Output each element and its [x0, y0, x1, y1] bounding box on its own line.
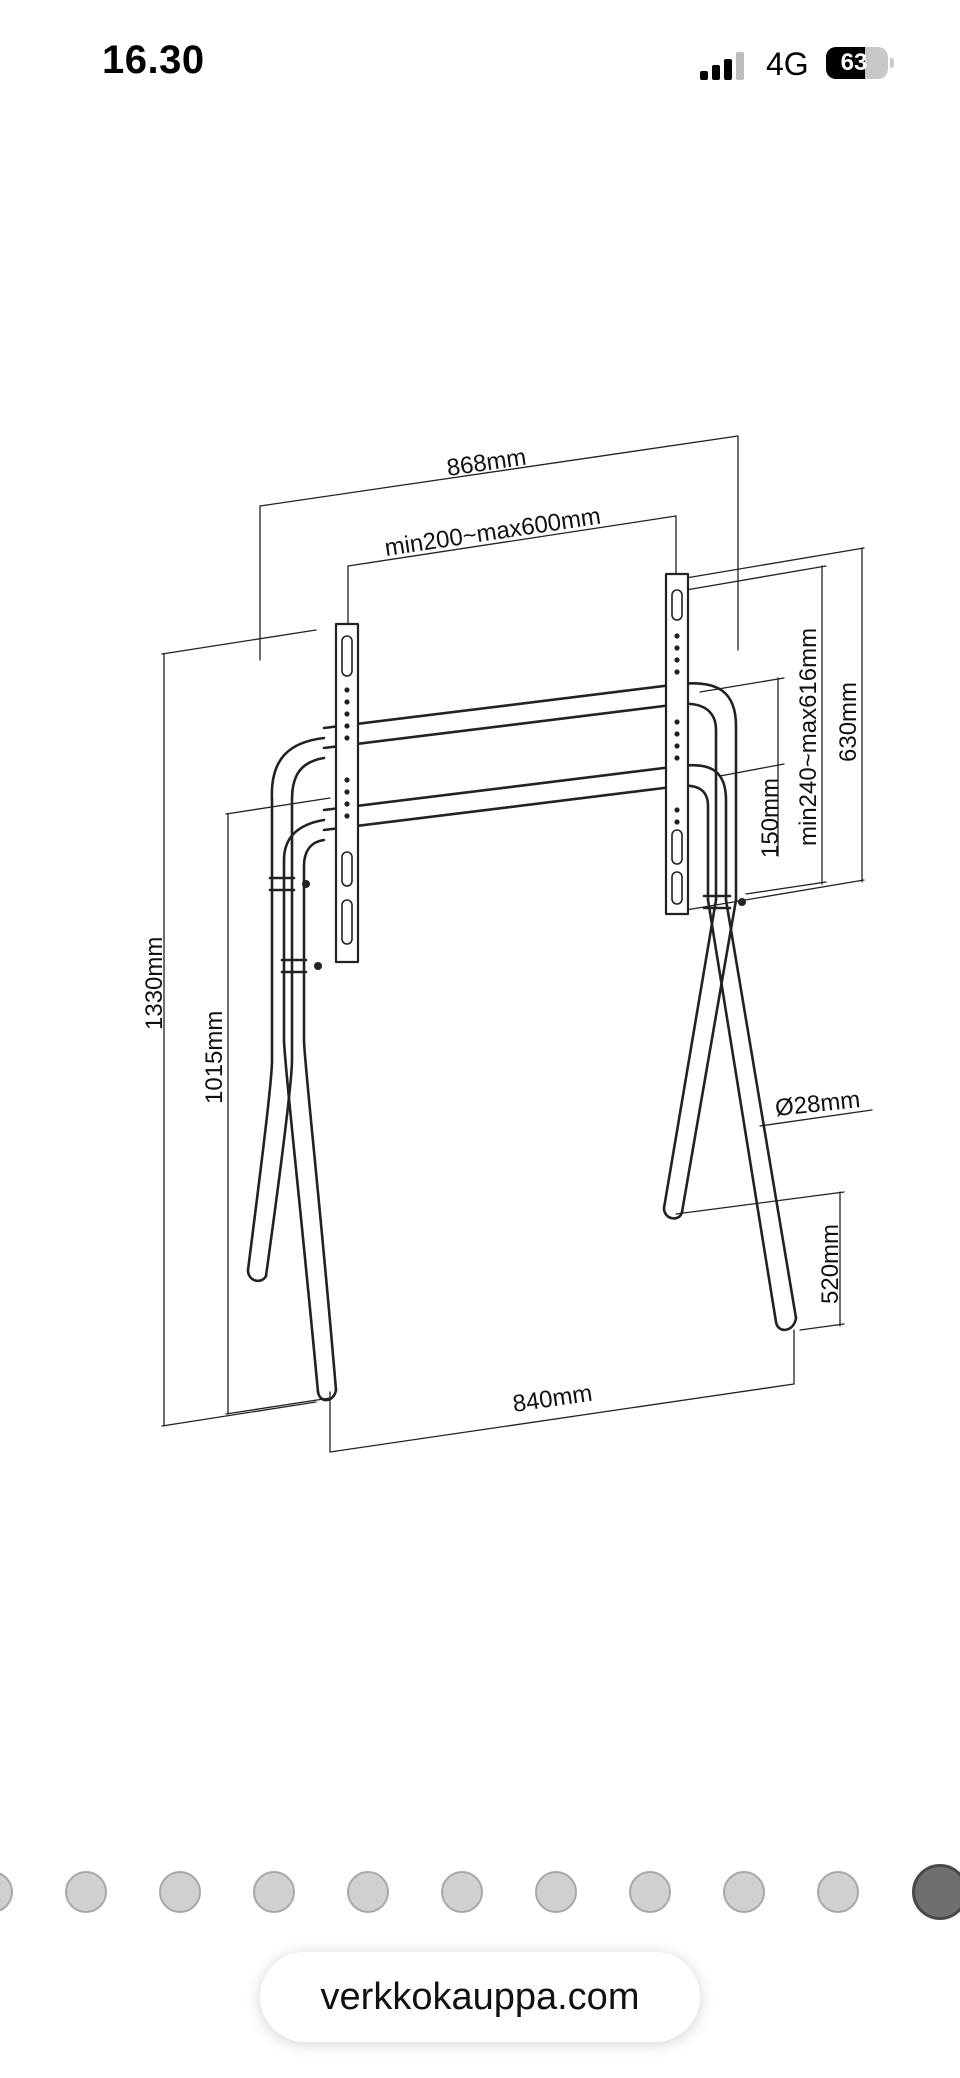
status-time: 16.30	[102, 38, 205, 82]
dimension-leg-height: 520mm	[817, 1224, 844, 1304]
gallery-dot[interactable]	[253, 1871, 295, 1913]
dimension-vesa-horizontal: min200~max600mm	[383, 503, 603, 562]
mounting-brackets	[334, 572, 690, 964]
network-type: 4G	[766, 46, 809, 82]
gallery-dot[interactable]	[817, 1871, 859, 1913]
battery-icon: 63	[826, 47, 888, 79]
dimension-overall-height: 1330mm	[141, 937, 168, 1030]
address-bar-url: verkkokauppa.com	[320, 1975, 640, 2018]
dimension-bracket-height: 630mm	[835, 682, 862, 762]
dimension-lines	[161, 435, 873, 1453]
battery-tip	[890, 58, 894, 68]
gallery-dot[interactable]	[535, 1871, 577, 1913]
battery-percent: 63	[840, 49, 868, 76]
gallery-dot[interactable]	[347, 1871, 389, 1913]
dimension-overall-width: 868mm	[445, 444, 528, 482]
tv-stand-dimension-drawing[interactable]: 868mm min200~max600mm 630mm min240~max61…	[0, 0, 960, 1500]
dimension-mount-height: 1015mm	[201, 1011, 228, 1104]
status-bar: 16.30 4G 63	[0, 0, 960, 130]
dimension-bar-spacing: 150mm	[757, 778, 784, 858]
dimension-tube-diameter: Ø28mm	[774, 1086, 862, 1122]
gallery-dot[interactable]	[65, 1871, 107, 1913]
image-gallery-pager	[0, 1862, 960, 1922]
battery-level	[826, 47, 866, 79]
gallery-dot[interactable]	[159, 1871, 201, 1913]
bracket-slots	[341, 589, 683, 945]
dimension-base-width: 840mm	[511, 1380, 594, 1418]
dimension-vesa-vertical: min240~max616mm	[795, 628, 822, 846]
gallery-dot[interactable]	[441, 1871, 483, 1913]
gallery-dot[interactable]	[629, 1871, 671, 1913]
bracket-holes	[302, 633, 746, 970]
gallery-dot-active[interactable]	[912, 1864, 960, 1920]
gallery-dot[interactable]	[723, 1871, 765, 1913]
stand-structure	[246, 681, 798, 1402]
cellular-signal-icon	[700, 52, 750, 80]
address-bar[interactable]: verkkokauppa.com	[260, 1952, 700, 2042]
gallery-dot[interactable]	[0, 1871, 13, 1913]
